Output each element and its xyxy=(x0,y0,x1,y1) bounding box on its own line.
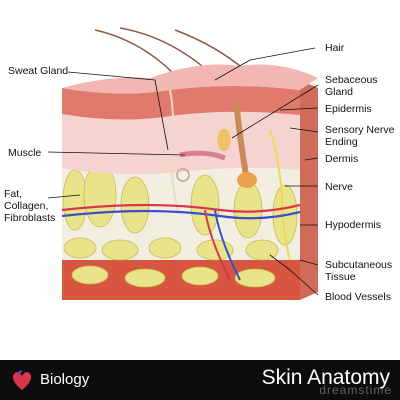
category-label: Biology xyxy=(40,371,90,388)
hair-strand xyxy=(94,29,176,76)
blood-vessel-red xyxy=(204,209,231,281)
epidermis-layer xyxy=(62,86,300,120)
leader-lines xyxy=(47,47,319,296)
hair-bulb xyxy=(237,172,257,188)
sensory-nerve-label: Sensory Nerve Ending xyxy=(325,124,395,148)
sweat-gland-coil xyxy=(176,168,190,182)
skin-cross-section xyxy=(47,27,319,300)
blood-vessel-red xyxy=(61,203,301,213)
muscle-label: Muscle xyxy=(8,147,42,159)
watermark: dreamstime xyxy=(319,383,392,397)
sweat-gland-duct xyxy=(169,89,179,211)
nerve-label: Nerve xyxy=(325,181,354,193)
fat-label: Fat, Collagen, Fibroblasts xyxy=(4,188,56,224)
hair-label: Hair xyxy=(325,42,345,54)
arrector-muscle xyxy=(179,150,226,161)
hair-strand xyxy=(174,29,246,71)
page-title: Skin Anatomy xyxy=(261,366,390,389)
skin-surface xyxy=(62,64,318,94)
blood-vessels-label: Blood Vessels xyxy=(325,291,391,303)
epidermis-label: Epidermis xyxy=(325,103,372,115)
title-banner xyxy=(0,360,400,400)
side-face xyxy=(300,80,318,300)
sebaceous-gland xyxy=(217,129,231,151)
subcutaneous-label: Subcutaneous Tissue xyxy=(325,259,393,283)
heart-icon xyxy=(12,370,32,390)
hypodermis-label: Hypodermis xyxy=(325,219,382,231)
sebaceous-gland-label: Sebaceous Gland xyxy=(325,74,378,98)
base-layer xyxy=(62,255,300,300)
blood-vessel-blue xyxy=(61,209,301,220)
nerve-fiber xyxy=(269,129,291,261)
blood-vessel-blue xyxy=(214,209,241,281)
hair-follicle xyxy=(233,99,249,176)
dermis-label: Dermis xyxy=(325,153,359,165)
sweat-gland-label: Sweat Gland xyxy=(8,65,69,77)
